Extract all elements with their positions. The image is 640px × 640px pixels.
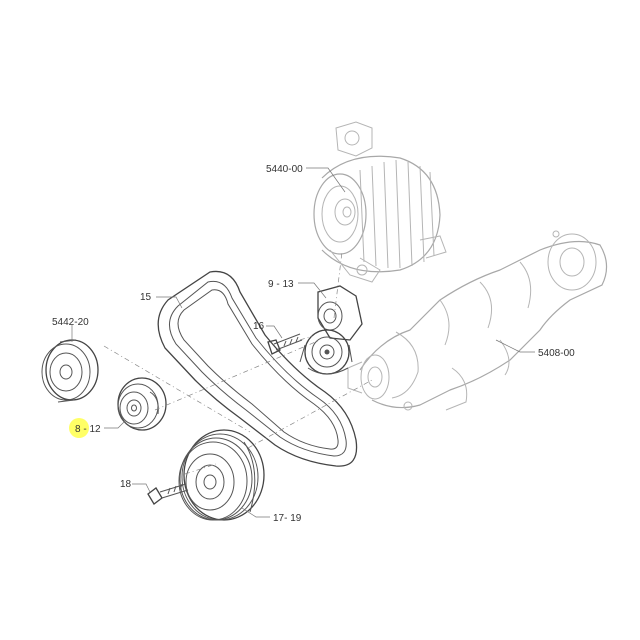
belt-tensioner [299,285,363,375]
crankshaft-damper [178,429,265,521]
bolt-18 [147,483,189,505]
tension-roller [117,377,167,431]
highlight-marker [69,418,89,438]
alternator-drawing [313,121,447,283]
label-roller: 8 - 12 [75,424,101,435]
label-tensioner: 9 - 13 [268,279,294,290]
label-belt: 15 [140,292,152,303]
crankshaft-drawing [347,230,608,411]
label-idler-pulley: 5442-20 [52,317,89,328]
label-roller-number: 8 [75,424,81,435]
drive-belt [157,270,358,467]
idler-pulley [41,339,99,403]
center-lines [103,251,373,475]
bolt-16 [267,333,303,355]
label-roller-range: - 12 [81,424,101,435]
label-damper: 17- 19 [273,513,302,524]
label-bolt-16: 16 [253,321,265,332]
leader-lines [71,167,535,518]
label-alternator: 5440-00 [266,164,303,175]
label-crankshaft: 5408-00 [538,348,575,359]
label-bolt-18: 18 [120,479,132,490]
